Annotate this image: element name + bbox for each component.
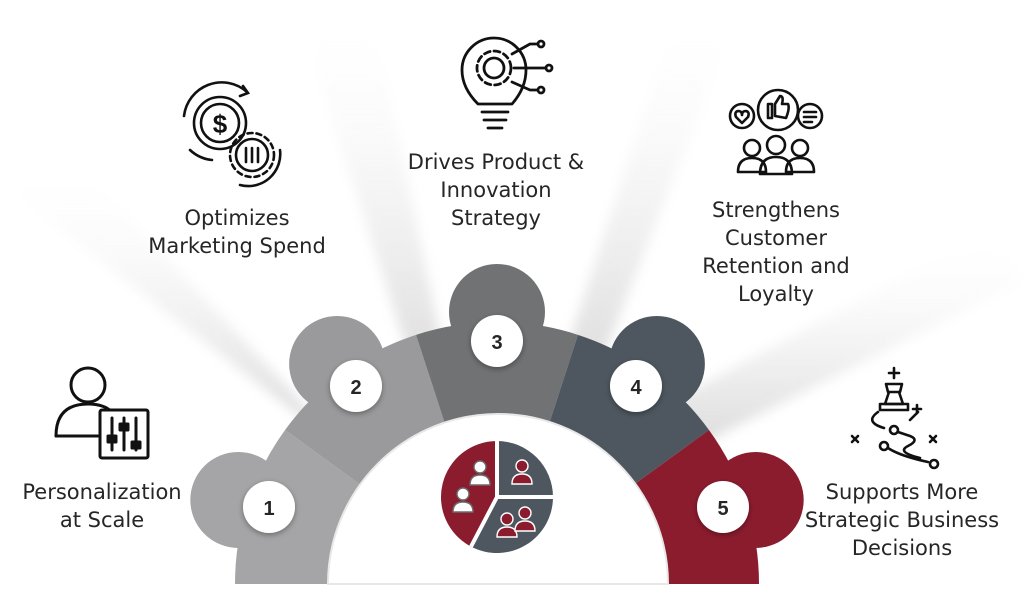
step-number: 3: [491, 332, 502, 354]
badge-1: 1: [243, 481, 295, 533]
step-label-3: Drives Product & Innovation Strategy: [407, 150, 585, 230]
badge-4: 4: [610, 360, 662, 412]
ring-segment-1: [235, 430, 362, 584]
lightbulb-gear-icon: [460, 36, 554, 130]
svg-text:$: $: [213, 109, 228, 139]
customer-feedback-icon: [728, 88, 824, 176]
ring-segments: [235, 322, 759, 584]
step-label-5: Supports More Strategic Business Decisio…: [804, 480, 1000, 560]
badge-3: 3: [471, 315, 523, 367]
people-segment-pie-icon: [440, 441, 553, 554]
badge-2: 2: [330, 360, 382, 412]
chess-strategy-icon: [850, 366, 940, 470]
badge-5: 5: [697, 481, 749, 533]
step-number: 1: [263, 498, 274, 520]
step-label-2: Optimizes Marketing Spend: [148, 206, 326, 258]
dollar-gear-cycle-icon: $: [182, 81, 282, 188]
step-number: 2: [350, 377, 361, 399]
step-label-4: Strengthens Customer Retention and Loyal…: [702, 198, 850, 306]
step-number: 5: [717, 498, 728, 520]
step-number: 4: [630, 377, 642, 399]
light-rays: [10, 0, 1024, 450]
ring-segment-3: [416, 322, 578, 425]
user-equalizer-icon: [54, 366, 150, 460]
step-label-1: Personalization at Scale: [22, 480, 182, 532]
